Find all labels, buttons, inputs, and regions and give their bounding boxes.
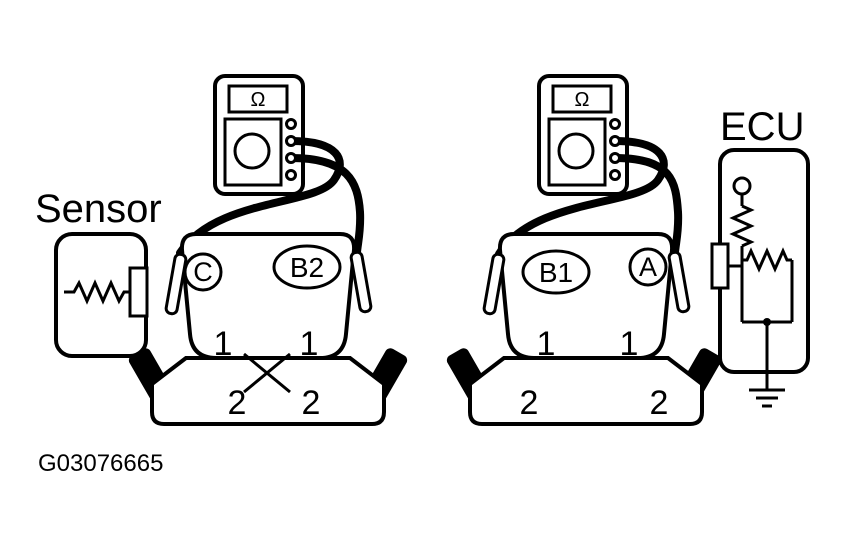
pin-number: 1 — [300, 325, 319, 363]
probe-left — [482, 252, 506, 316]
ecu-label: ECU — [720, 105, 804, 149]
terminal-a-label: A — [639, 252, 657, 282]
terminal-c-ring — [183, 252, 223, 292]
terminal-a-ring — [628, 247, 668, 287]
meter-panel — [223, 117, 283, 187]
pin-number: 1 — [537, 325, 556, 363]
sensor-resistor-icon — [64, 279, 132, 305]
left-connector: C B2 1 1 2 2 — [128, 232, 408, 426]
meter-display — [227, 84, 289, 114]
meter-terminal-icon — [609, 135, 621, 147]
pin-number: 2 — [520, 384, 539, 422]
sensor-pin-block — [128, 266, 149, 318]
ohm-symbol: Ω — [251, 89, 266, 111]
probe-left — [164, 252, 188, 316]
ecu-pin-block — [710, 242, 730, 290]
left-multimeter: Ω — [213, 74, 305, 196]
meter-terminals — [609, 118, 621, 181]
terminal-c-label: C — [193, 257, 213, 287]
connector-base — [468, 356, 704, 426]
terminal-b1-ring — [521, 249, 591, 295]
ecu-unit: ECU — [710, 105, 810, 408]
connector-body — [179, 232, 357, 360]
meter-display — [551, 84, 613, 114]
test-lead-wire-right — [611, 154, 683, 256]
test-lead-wire-right — [287, 154, 365, 256]
right-connector: B1 A 1 1 2 2 — [446, 232, 722, 426]
meter-terminal-icon — [285, 135, 297, 147]
vertical-resistor-icon — [729, 204, 755, 248]
pin-number: 2 — [228, 384, 247, 422]
meter-terminal-icon — [609, 152, 621, 164]
meter-terminal-icon — [285, 152, 297, 164]
figure-code: G03076665 — [38, 450, 163, 477]
test-lead-wire-left — [495, 137, 668, 258]
pin-number: 1 — [620, 325, 639, 363]
pin-number: 1 — [214, 325, 233, 363]
meter-dial — [557, 132, 595, 170]
left-diagram: Sensor Ω — [35, 74, 408, 426]
probe-right — [349, 250, 373, 314]
test-lead-wire-left — [176, 137, 344, 257]
meter-terminal-icon — [285, 169, 297, 181]
meter-terminals — [285, 118, 297, 181]
meter-terminal-icon — [609, 118, 621, 130]
ground-icon — [749, 388, 785, 408]
probe-right — [667, 250, 691, 314]
meter-terminal-icon — [609, 169, 621, 181]
meter-panel — [547, 117, 607, 187]
meter-terminal-icon — [285, 118, 297, 130]
sensor-label: Sensor — [35, 187, 162, 231]
right-diagram: Ω — [446, 74, 810, 426]
junction-dot — [763, 318, 771, 326]
ecu-internal-circuit — [710, 176, 794, 408]
right-multimeter: Ω — [537, 74, 629, 196]
meter-dial — [233, 132, 271, 170]
terminal-b2-label: B2 — [290, 252, 324, 283]
sensor-box — [54, 232, 149, 358]
terminal-b1-label: B1 — [539, 257, 573, 288]
ohm-symbol: Ω — [575, 89, 590, 111]
horizontal-resistor-icon — [742, 247, 792, 273]
terminal-b2-ring — [272, 244, 342, 290]
pin-number: 2 — [302, 384, 321, 422]
pin-number: 2 — [650, 384, 669, 422]
connector-base — [150, 356, 386, 426]
no-continuity-x-icon — [243, 352, 291, 394]
